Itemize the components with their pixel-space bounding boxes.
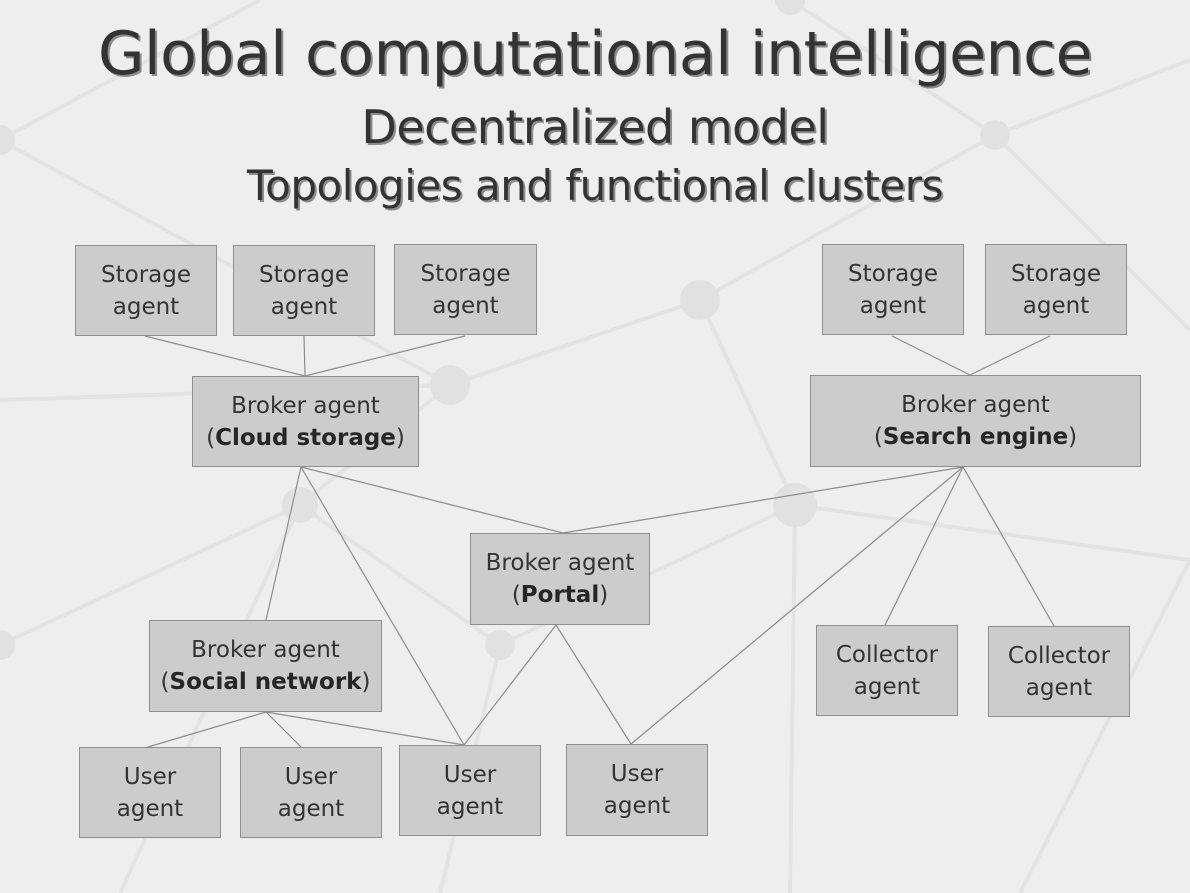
node-label-line2: (Search engine) (874, 421, 1077, 453)
paren-close: ) (1068, 424, 1078, 450)
page-title: Global computational intelligence (97, 19, 1093, 89)
node-label-line2: (Social network) (161, 666, 371, 698)
node-label-bold: Social network (169, 669, 362, 695)
storage-agent-node: Storage agent (75, 245, 217, 336)
paren-open: ( (511, 582, 521, 608)
edge-portal-user4 (555, 624, 632, 745)
user-agent-node: User agent (566, 744, 708, 836)
node-label-bold: Search engine (882, 424, 1069, 450)
broker-agent-search-engine-node: Broker agent (Search engine) (810, 375, 1141, 467)
edge-search-collector2 (962, 466, 1055, 627)
node-label-line2: agent (432, 292, 499, 319)
node-label-bold: Portal (520, 582, 600, 608)
edge-cloud-portal (300, 466, 564, 534)
collector-agent-node: Collector agent (816, 625, 958, 716)
node-label-line1: Storage (1011, 260, 1101, 287)
storage-agent-node: Storage agent (233, 245, 375, 336)
broker-agent-portal-node: Broker agent (Portal) (470, 533, 650, 625)
node-label-line2: agent (603, 793, 671, 819)
storage-agent-node: Storage agent (822, 244, 964, 335)
node-label-line2: agent (112, 293, 180, 320)
broker-agent-cloud-storage-node: Broker agent (Cloud storage) (192, 376, 419, 467)
node-label-line2: agent (436, 793, 504, 820)
node-label-line1: Storage (259, 261, 349, 288)
node-label-line1: Storage (848, 260, 938, 287)
broker-agent-social-network-node: Broker agent (Social network) (149, 620, 382, 712)
edge-search-collector1 (884, 466, 964, 626)
edge-search-portal (562, 466, 964, 534)
paren-open: ( (873, 424, 883, 450)
node-label-line1: Collector (1007, 642, 1111, 669)
edge-storage4-search (891, 335, 971, 376)
edge-storage3-cloud (304, 335, 466, 377)
node-label-line1: User (610, 761, 664, 787)
edge-social-user2 (265, 711, 302, 748)
paren-close: ) (599, 582, 609, 608)
node-label-line2: agent (853, 673, 921, 700)
edge-storage2-cloud (303, 335, 306, 377)
node-label-line2: (Cloud storage) (206, 422, 405, 454)
storage-agent-node: Storage agent (394, 244, 537, 335)
edge-cloud-user3 (300, 466, 465, 746)
storage-agent-node: Storage agent (985, 244, 1127, 335)
edge-storage5-search (969, 335, 1051, 376)
paren-open: ( (206, 424, 216, 451)
edge-social-user3 (265, 711, 465, 746)
node-label-line1: Storage (101, 261, 191, 288)
user-agent-node: User agent (79, 747, 221, 838)
edge-storage1-cloud (144, 335, 306, 377)
user-agent-node: User agent (240, 747, 382, 838)
node-label-line2: agent (1022, 292, 1090, 319)
edge-search-user4 (630, 466, 964, 745)
paren-open: ( (160, 669, 170, 695)
node-label-line1: User (443, 761, 497, 788)
paren-close: ) (361, 669, 371, 695)
node-label-line1: User (123, 763, 177, 790)
edge-portal-user3 (463, 624, 557, 746)
edge-cloud-social (265, 466, 302, 621)
node-label-line1: Broker agent (231, 392, 380, 419)
node-label-line2: agent (270, 293, 338, 320)
edge-social-user1 (147, 711, 267, 748)
node-label-line2: (Portal) (512, 579, 608, 611)
node-label-line1: Collector (835, 641, 939, 668)
page-subtitle: Decentralized model (361, 100, 829, 154)
node-label-line1: Broker agent (485, 550, 635, 576)
user-agent-node: User agent (399, 745, 541, 836)
page-subtitle-secondary: Topologies and functional clusters (247, 161, 943, 210)
node-label-line2: agent (859, 292, 927, 319)
node-label-bold: Cloud storage (215, 424, 396, 451)
node-label-line2: agent (116, 795, 184, 822)
node-label-line2: agent (1025, 674, 1093, 701)
node-label-line1: User (284, 763, 338, 790)
collector-agent-node: Collector agent (988, 626, 1130, 717)
node-label-line2: agent (277, 795, 345, 822)
node-label-line1: Broker agent (191, 637, 340, 663)
node-label-line1: Broker agent (901, 392, 1050, 418)
node-label-line1: Storage (420, 260, 511, 287)
paren-close: ) (395, 424, 405, 451)
